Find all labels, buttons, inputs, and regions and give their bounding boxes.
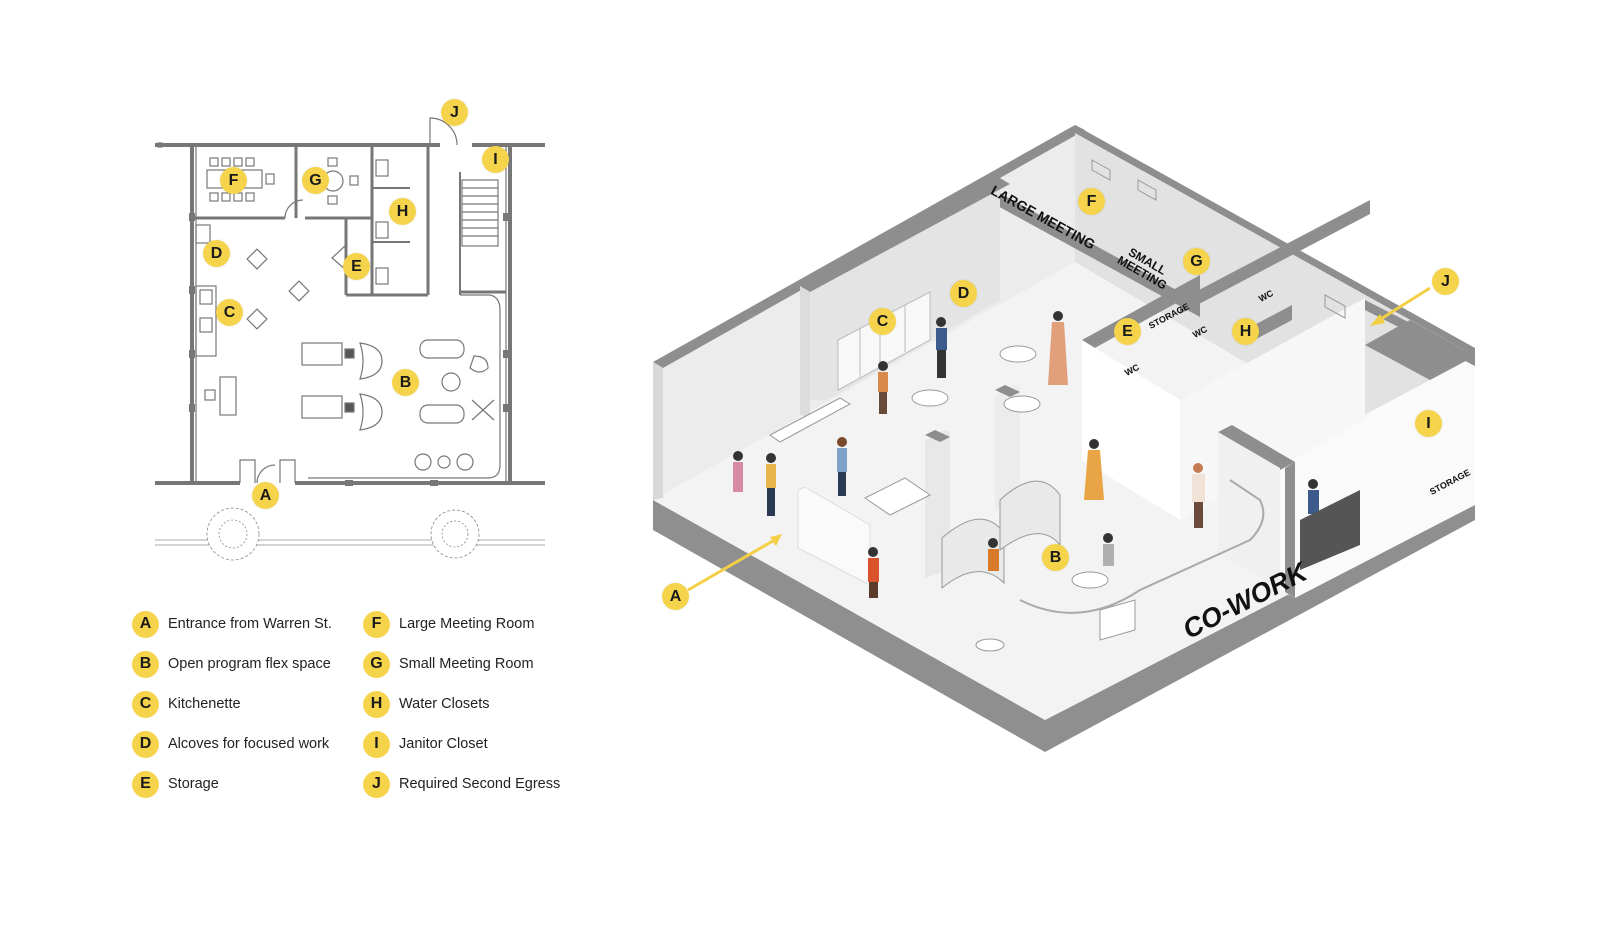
- legend-marker-b: B: [132, 650, 159, 678]
- legend-marker-g: G: [363, 650, 390, 678]
- iso-marker-b: B: [1042, 544, 1069, 571]
- iso-marker-g: G: [1183, 248, 1210, 275]
- legend-item-e: E Storage: [132, 764, 332, 804]
- legend-marker-a: A: [132, 610, 159, 638]
- plan-marker-h: H: [389, 198, 416, 225]
- legend-text: Storage: [168, 776, 219, 792]
- legend-item-h: H Water Closets: [363, 684, 560, 724]
- iso-marker-f: F: [1078, 188, 1105, 215]
- legend-marker-f: F: [363, 610, 390, 638]
- iso-marker-c: C: [869, 308, 896, 335]
- legend-item-a: A Entrance from Warren St.: [132, 604, 332, 644]
- plan-marker-g: G: [302, 167, 329, 194]
- legend-text: Required Second Egress: [399, 776, 561, 792]
- plan-marker-d: D: [203, 240, 230, 267]
- legend-marker-c: C: [132, 690, 159, 718]
- iso-marker-i: I: [1415, 410, 1442, 437]
- iso-marker-j: J: [1432, 268, 1459, 295]
- plan-marker-b: B: [392, 369, 419, 396]
- legend-item-i: I Janitor Closet: [363, 724, 560, 764]
- iso-marker-d: D: [950, 280, 977, 307]
- legend-marker-j: J: [363, 770, 390, 798]
- plan-marker-e: E: [343, 253, 370, 280]
- legend-item-d: D Alcoves for focused work: [132, 724, 332, 764]
- legend-text: Water Closets: [399, 696, 490, 712]
- iso-marker-h: H: [1232, 318, 1259, 345]
- iso-marker-e: E: [1114, 318, 1141, 345]
- legend-item-c: C Kitchenette: [132, 684, 332, 724]
- legend-text: Janitor Closet: [399, 736, 488, 752]
- legend-text: Alcoves for focused work: [168, 736, 330, 752]
- legend-item-f: F Large Meeting Room: [363, 604, 560, 644]
- plan-marker-a: A: [252, 482, 279, 509]
- legend-marker-d: D: [132, 730, 159, 758]
- iso-marker-a: A: [662, 583, 689, 610]
- legend-text: Entrance from Warren St.: [168, 616, 332, 632]
- plan-marker-i: I: [482, 146, 509, 173]
- legend-item-j: J Required Second Egress: [363, 764, 560, 804]
- legend-text: Open program flex space: [168, 656, 331, 672]
- legend-text: Kitchenette: [168, 696, 241, 712]
- legend-marker-i: I: [363, 730, 390, 758]
- legend-item-g: G Small Meeting Room: [363, 644, 560, 684]
- legend-text: Small Meeting Room: [399, 656, 534, 672]
- legend-text: Large Meeting Room: [399, 616, 535, 632]
- legend-left: A Entrance from Warren St. B Open program f…: [132, 604, 332, 804]
- plan-marker-c: C: [216, 299, 243, 326]
- legend-marker-h: H: [363, 690, 390, 718]
- plan-marker-f: F: [220, 167, 247, 194]
- legend-marker-e: E: [132, 770, 159, 798]
- legend-item-b: B Open program flex space: [132, 644, 332, 684]
- plan-marker-j: J: [441, 99, 468, 126]
